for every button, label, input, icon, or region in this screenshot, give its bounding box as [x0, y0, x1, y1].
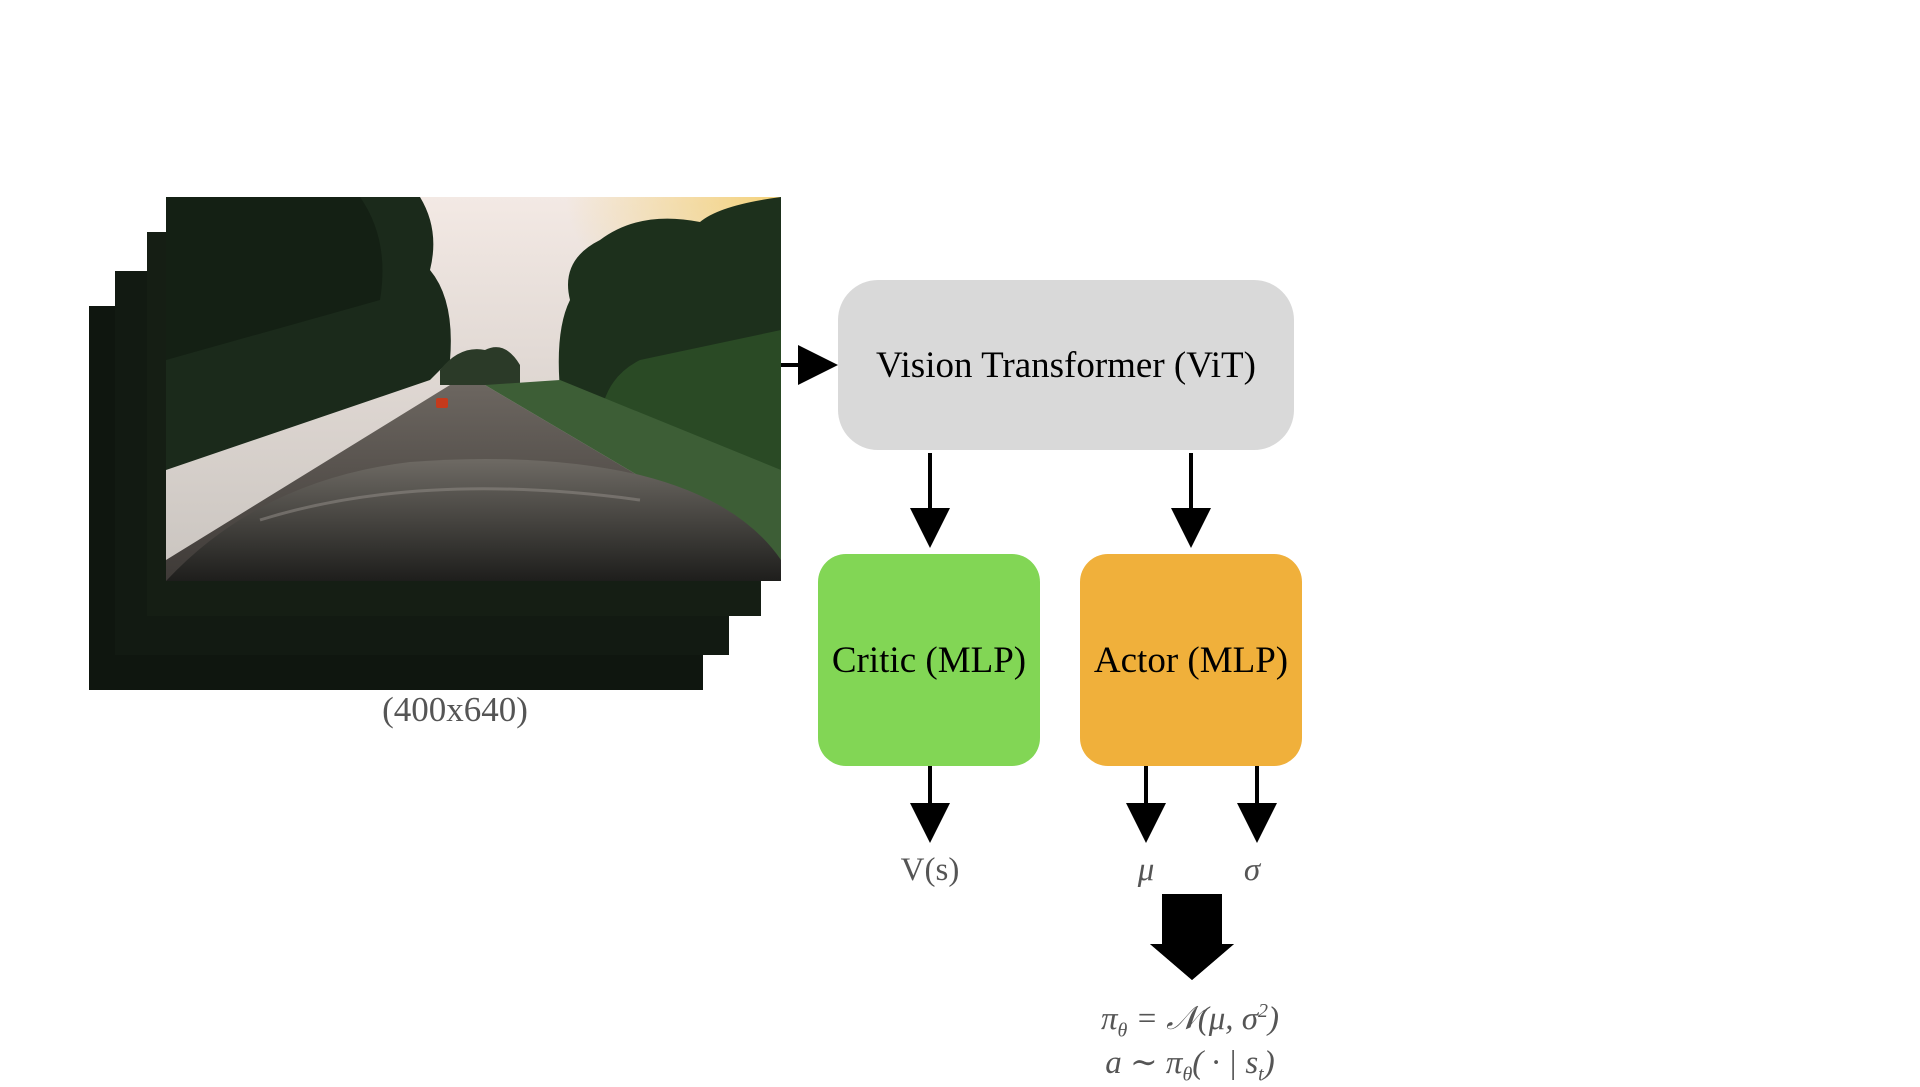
critic-block: Critic (MLP): [818, 554, 1040, 766]
policy-distribution-equation: πθ = 𝒩(μ, σ2): [1100, 1000, 1280, 1042]
car-ahead-icon: [436, 398, 448, 408]
input-resolution-label: (400x640): [382, 690, 528, 729]
vit-block: Vision Transformer (ViT): [838, 280, 1294, 450]
critic-label: Critic (MLP): [831, 639, 1027, 681]
vit-label: Vision Transformer (ViT): [876, 344, 1256, 386]
frame-front: [166, 197, 781, 581]
value-output-label: V(s): [900, 852, 960, 888]
actor-block: Actor (MLP): [1080, 554, 1302, 766]
mu-output-label: μ: [1137, 852, 1155, 888]
action-sampling-equation: a ∼ πθ( · | st): [1105, 1045, 1275, 1086]
sigma-output-label: σ: [1243, 852, 1261, 888]
input-frame-stack: [89, 197, 781, 690]
actor-label: Actor (MLP): [1093, 639, 1289, 681]
